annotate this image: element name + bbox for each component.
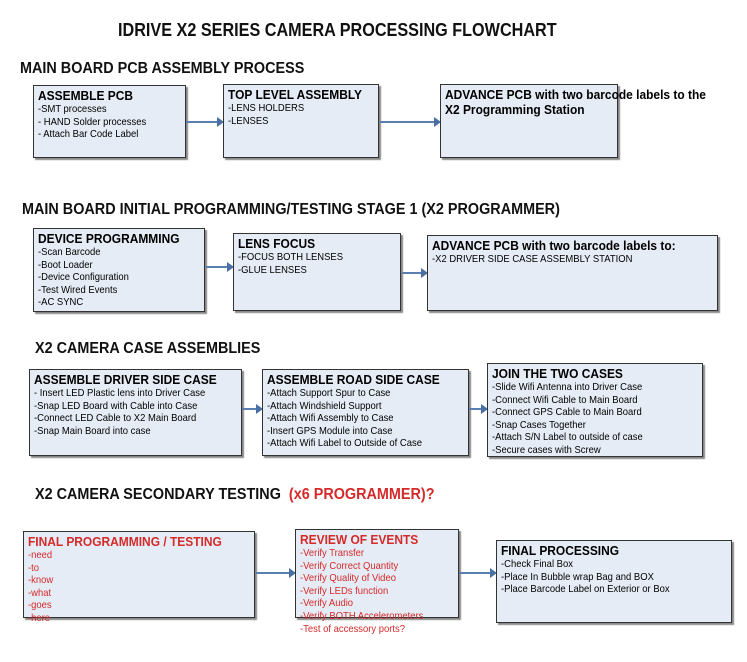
list-item: -Verify BOTH Accelerometers (300, 609, 424, 622)
box-review-of-events: REVIEW OF EVENTS -Verify Transfer -Verif… (295, 529, 459, 635)
list-item: -Verify LEDs function (300, 584, 389, 597)
box-title: FINAL PROCESSING (501, 543, 620, 558)
box-driver-side-case: ASSEMBLE DRIVER SIDE CASE - Insert LED P… (29, 369, 242, 456)
box-title: FINAL PROGRAMMING / TESTING (28, 534, 222, 549)
list-item: -Verify Correct Quantity (300, 559, 399, 572)
list-item: -Test Wired Events (38, 283, 118, 296)
list-item: -goes (28, 599, 52, 612)
box-title: DEVICE PROGRAMMING (38, 231, 180, 246)
list-item: -here (28, 611, 51, 624)
section-title-text: X2 CAMERA SECONDARY TESTING (35, 486, 281, 503)
arrow-connector (469, 404, 488, 414)
list-item: -Attach Wifi Assembly to Case (267, 412, 394, 425)
arrow-connector (459, 568, 497, 578)
list-item: -Boot Loader (38, 258, 93, 271)
arrow-connector (256, 568, 296, 578)
section-title-case-assemblies: X2 CAMERA CASE ASSEMBLIES (35, 340, 261, 357)
arrow-connector (206, 262, 234, 272)
list-item: -to (28, 561, 40, 574)
list-item: -need (28, 549, 53, 561)
list-item: -Scan Barcode (38, 246, 101, 258)
box-title: TOP LEVEL ASSEMBLY (228, 87, 363, 102)
list-item: -Snap Main Board into case (34, 424, 151, 437)
box-road-side-case: ASSEMBLE ROAD SIDE CASE -Attach Support … (262, 369, 469, 456)
list-item: -Snap LED Board with Cable into Case (34, 399, 198, 412)
box-final-programming-testing: FINAL PROGRAMMING / TESTING -need -to -k… (23, 531, 255, 624)
box-title: LENS FOCUS (238, 236, 316, 251)
list-item: - HAND Solder processes (38, 115, 147, 128)
main-title: IDRIVE X2 SERIES CAMERA PROCESSING FLOWC… (118, 20, 557, 40)
list-item: -Place In Bubble wrap Bag and BOX (501, 570, 654, 583)
box-assemble-pcb: ASSEMBLE PCB -SMT processes - HAND Solde… (33, 85, 186, 158)
list-item: -know (28, 574, 54, 587)
box-final-processing: FINAL PROCESSING -Check Final Box -Place… (496, 540, 732, 623)
list-item: -Insert GPS Module into Case (267, 424, 393, 437)
list-item: -X2 DRIVER SIDE CASE ASSEMBLY STATION (432, 253, 633, 265)
box-title: JOIN THE TWO CASES (492, 366, 623, 381)
list-item: -LENS HOLDERS (228, 102, 305, 114)
list-item: -SMT processes (38, 103, 107, 115)
list-item: -Device Configuration (38, 271, 129, 284)
list-item: -Attach S/N Label to outside of case (492, 431, 643, 444)
arrow-connector (242, 404, 263, 414)
box-title: ADVANCE PCB with two barcode labels to: (432, 238, 676, 253)
list-item: -Verify Audio (300, 597, 354, 610)
list-item: -Attach Windshield Support (267, 399, 382, 412)
arrow-connector (402, 268, 428, 278)
section-title-note: (x6 PROGRAMMER)? (288, 486, 435, 503)
list-item: - Attach Bar Code Label (38, 128, 139, 141)
list-item: - Insert LED Plastic lens into Driver Ca… (34, 387, 206, 399)
list-item: -Connect GPS Cable to Main Board (492, 406, 642, 419)
list-item: -Verify Transfer (300, 547, 365, 559)
box-lens-focus: LENS FOCUS -FOCUS BOTH LENSES -GLUE LENS… (233, 233, 401, 311)
list-item: -Attach Wifi Label to Outside of Case (267, 437, 422, 450)
list-item: -Test of accessory ports? (300, 622, 406, 635)
list-item: -Slide Wifi Antenna into Driver Case (492, 381, 643, 393)
section-title-initial-programming: MAIN BOARD INITIAL PROGRAMMING/TESTING S… (22, 201, 560, 218)
list-item: -Attach Support Spur to Case (267, 387, 391, 399)
list-item: -Connect LED Cable to X2 Main Board (34, 412, 197, 425)
box-title-line2: X2 Programming Station (445, 102, 585, 117)
arrow-connector (186, 117, 224, 127)
list-item: -Secure cases with Screw (492, 443, 601, 456)
box-title: REVIEW OF EVENTS (300, 532, 419, 547)
box-title: ASSEMBLE ROAD SIDE CASE (267, 372, 440, 387)
box-top-level-assembly: TOP LEVEL ASSEMBLY -LENS HOLDERS -LENSES (223, 84, 379, 158)
list-item: -Connect Wifi Cable to Main Board (492, 393, 638, 406)
section-title-secondary-testing: X2 CAMERA SECONDARY TESTING (x6 PROGRAMM… (35, 486, 435, 504)
box-advance-pcb-1: ADVANCE PCB with two barcode labels to t… (440, 84, 706, 158)
box-join-two-cases: JOIN THE TWO CASES -Slide Wifi Antenna i… (487, 363, 703, 457)
list-item: -LENSES (228, 114, 269, 127)
box-title: ASSEMBLE DRIVER SIDE CASE (34, 372, 217, 387)
list-item: -Snap Cases Together (492, 418, 586, 431)
list-item: -Place Barcode Label on Exterior or Box (501, 583, 670, 596)
box-title: ASSEMBLE PCB (38, 88, 134, 103)
list-item: -Verify Quality of Video (300, 572, 396, 585)
section-title-pcb-assembly: MAIN BOARD PCB ASSEMBLY PROCESS (20, 60, 305, 77)
list-item: -what (28, 586, 52, 599)
box-device-programming: DEVICE PROGRAMMING -Scan Barcode -Boot L… (33, 228, 205, 312)
box-title: ADVANCE PCB with two barcode labels to t… (445, 87, 706, 102)
arrow-connector (380, 117, 441, 127)
list-item: -AC SYNC (38, 296, 84, 309)
box-advance-pcb-2: ADVANCE PCB with two barcode labels to: … (427, 235, 718, 311)
list-item: -FOCUS BOTH LENSES (238, 251, 344, 263)
list-item: -GLUE LENSES (238, 263, 307, 276)
list-item: -Check Final Box (501, 558, 573, 570)
